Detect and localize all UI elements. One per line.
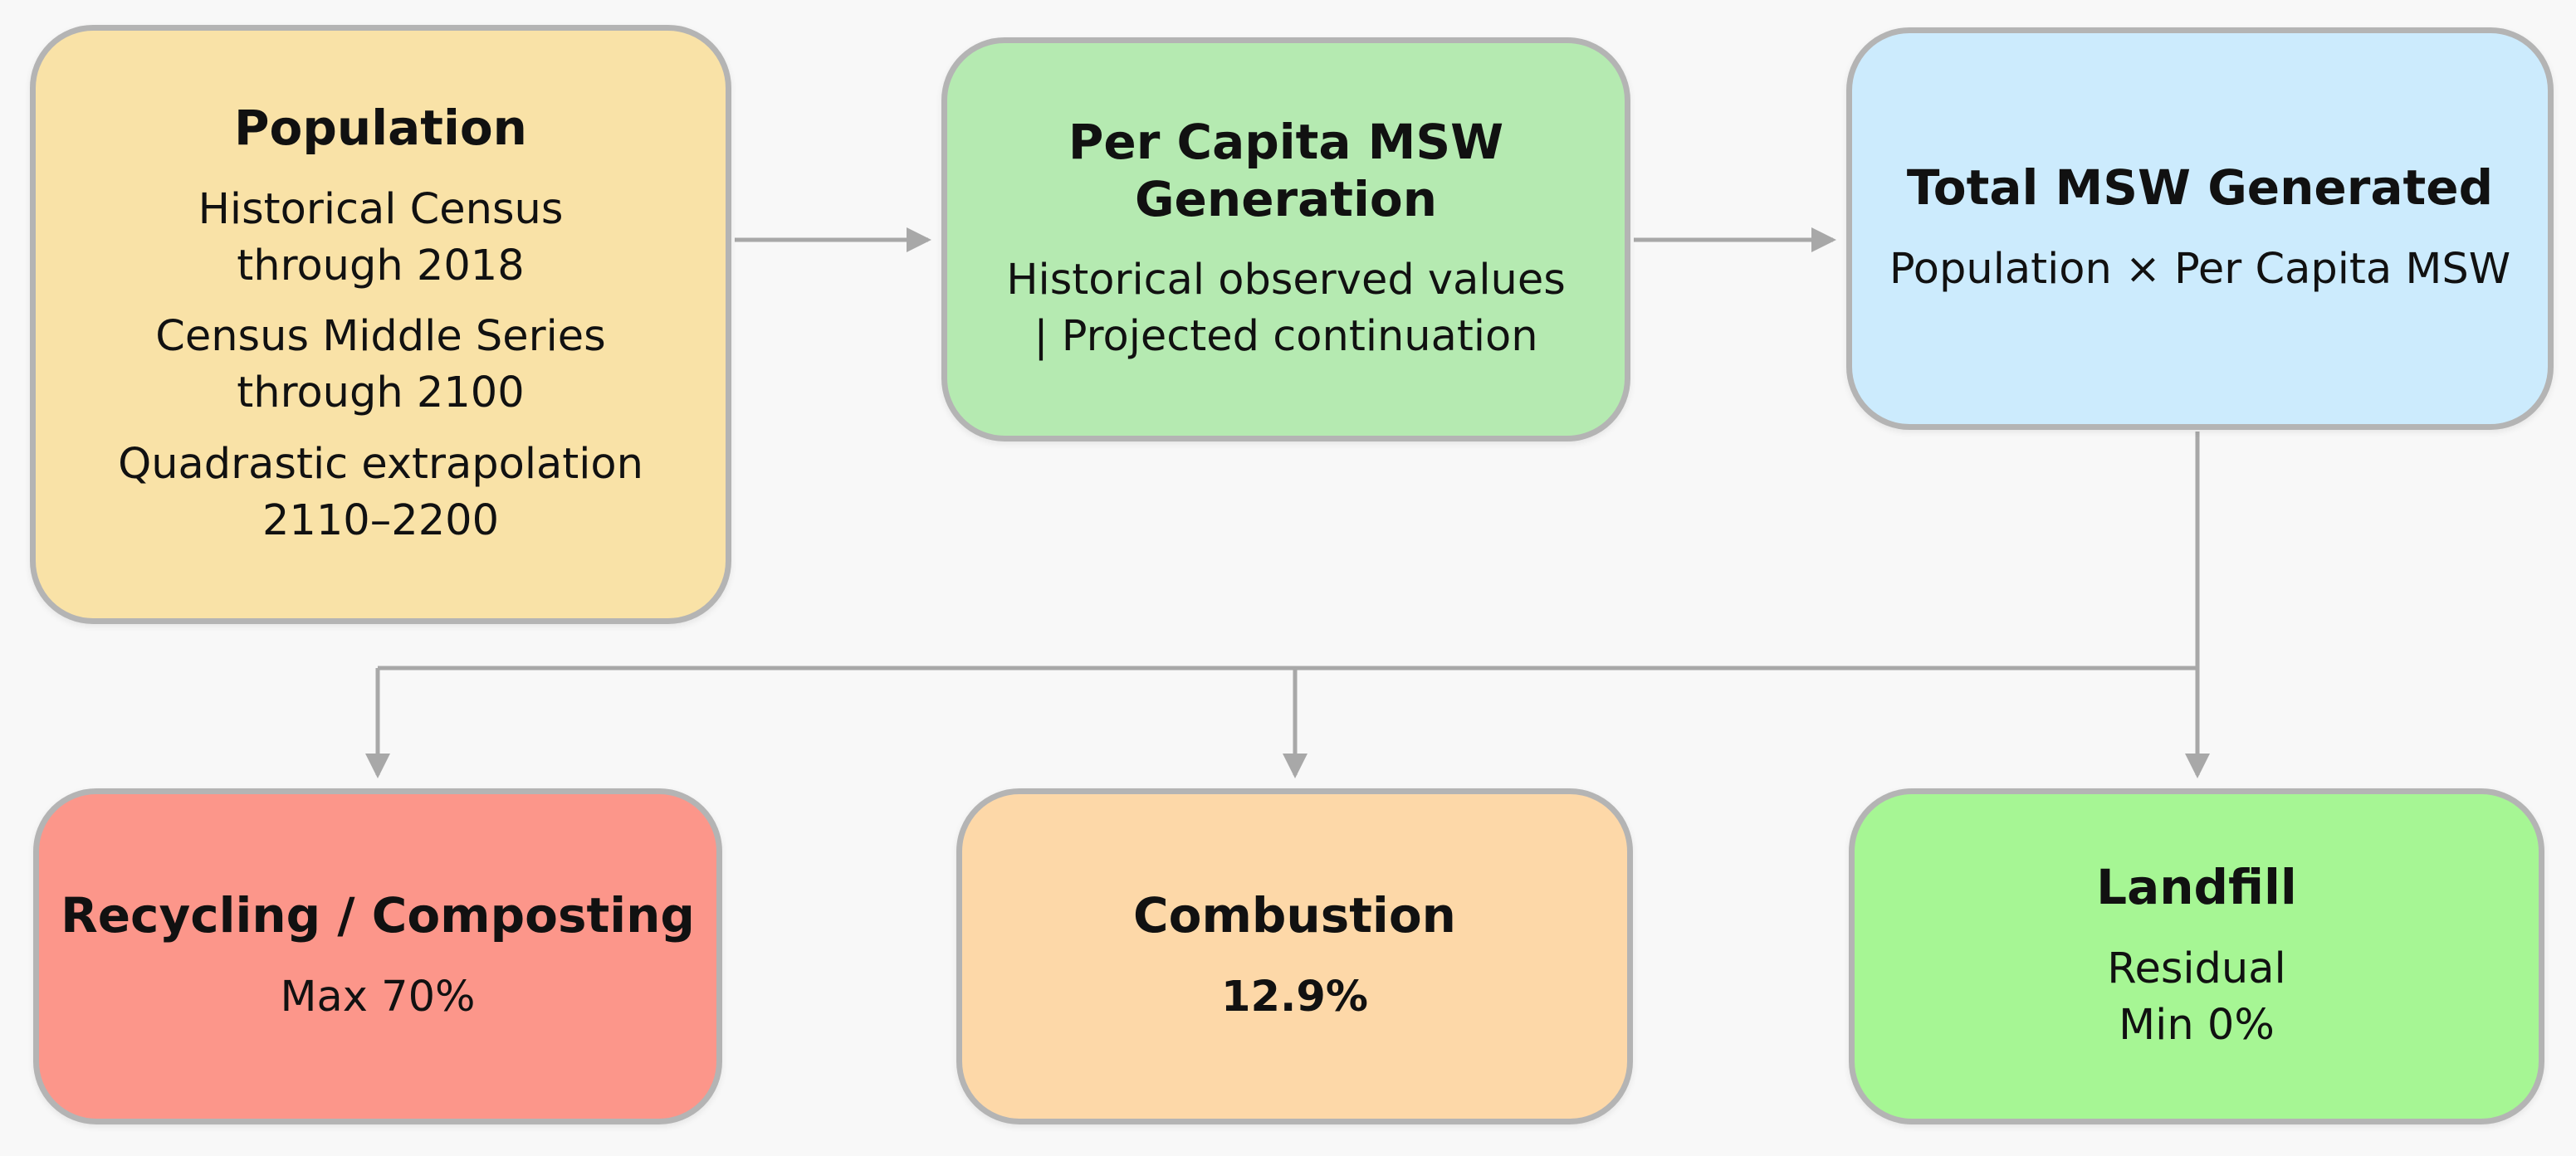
per-capita-title: Per Capita MSW Generation <box>1068 114 1504 227</box>
population-historical-census: Historical Census through 2018 <box>198 184 564 290</box>
population-middle-series: Census Middle Series through 2100 <box>155 312 606 418</box>
population-extrapolation: Quadrastic extrapolation 2110–2200 <box>118 440 643 545</box>
recycling-value: Max 70% <box>280 972 476 1022</box>
landfill-value: Residual Min 0% <box>2107 944 2286 1050</box>
combustion-value: 12.9% <box>1221 972 1368 1022</box>
total-msw-box: Total MSW Generated Population × Per Cap… <box>1846 27 2554 430</box>
total-msw-formula: Population × Per Capita MSW <box>1889 244 2511 294</box>
total-msw-title: Total MSW Generated <box>1906 159 2494 217</box>
landfill-title: Landfill <box>2096 859 2297 916</box>
landfill-box: Landfill Residual Min 0% <box>1849 788 2544 1124</box>
recycling-title: Recycling / Composting <box>61 887 695 944</box>
per-capita-description: Historical observed values | Projected c… <box>1006 256 1566 361</box>
recycling-box: Recycling / Composting Max 70% <box>33 788 722 1124</box>
combustion-title: Combustion <box>1133 887 1456 944</box>
population-title: Population <box>234 100 527 157</box>
per-capita-box: Per Capita MSW Generation Historical obs… <box>941 37 1630 441</box>
combustion-box: Combustion 12.9% <box>956 788 1633 1124</box>
population-box: Population Historical Census through 201… <box>30 25 731 624</box>
